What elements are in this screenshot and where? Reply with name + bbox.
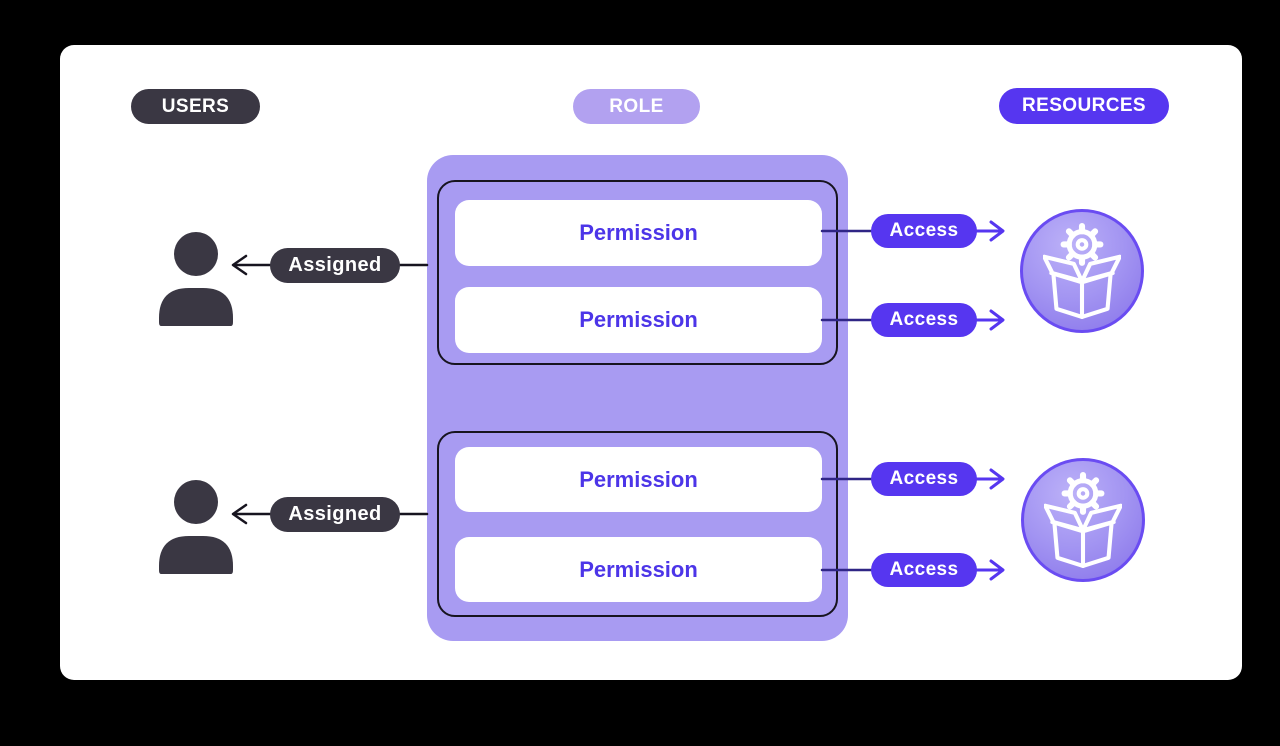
assigned-label: Assigned [288, 503, 382, 525]
package-gear-icon [1044, 472, 1122, 568]
permission-box: Permission [455, 447, 822, 512]
package-gear-icon [1043, 223, 1121, 319]
assigned-pill: Assigned [270, 248, 400, 283]
access-label: Access [889, 468, 959, 489]
access-label: Access [889, 220, 959, 241]
permission-box: Permission [455, 200, 822, 266]
role-label-pill: ROLE [573, 89, 700, 124]
permission-label: Permission [579, 466, 698, 492]
user-icon [159, 232, 233, 326]
resources-label: RESOURCES [1022, 95, 1146, 116]
permission-label: Permission [579, 307, 698, 332]
assigned-label: Assigned [288, 254, 382, 276]
access-label: Access [889, 309, 959, 330]
permission-box: Permission [455, 287, 822, 353]
permission-label: Permission [579, 220, 698, 245]
access-pill: Access [871, 214, 977, 248]
role-label: ROLE [609, 95, 664, 117]
resource-circle [1021, 458, 1145, 582]
users-label: USERS [161, 95, 230, 117]
assigned-pill: Assigned [270, 497, 400, 532]
resources-label-pill: RESOURCES [999, 88, 1169, 124]
permission-group-1 [437, 180, 838, 365]
access-pill: Access [871, 462, 977, 496]
permission-box: Permission [455, 537, 822, 602]
resource-circle [1020, 209, 1144, 333]
access-pill: Access [871, 303, 977, 337]
access-label: Access [889, 559, 959, 580]
users-label-pill: USERS [131, 89, 260, 124]
permission-label: Permission [579, 556, 698, 582]
permission-group-2 [437, 431, 838, 617]
user-icon [159, 480, 233, 574]
access-pill: Access [871, 553, 977, 587]
